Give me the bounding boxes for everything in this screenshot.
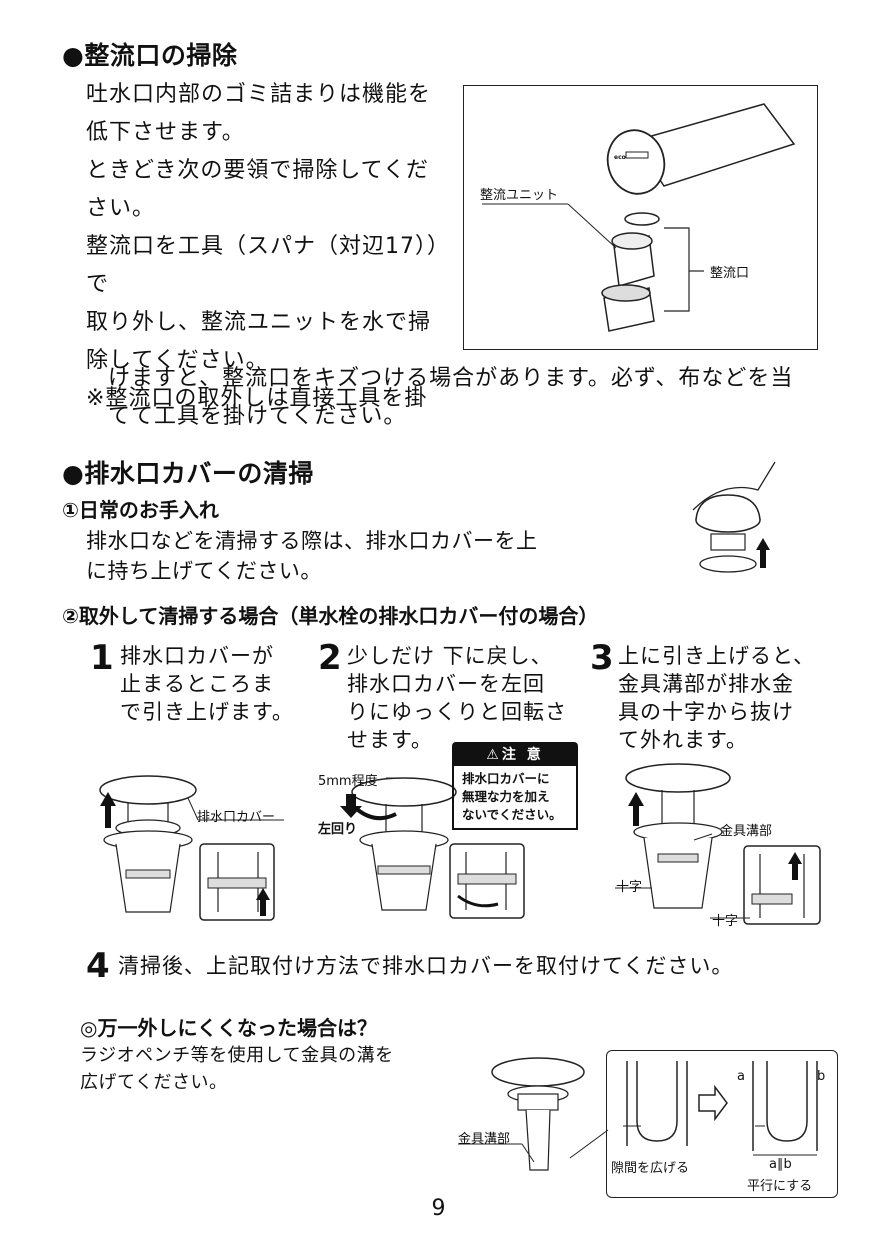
step-4-number: 4 — [86, 946, 110, 986]
step-2-number: 2 — [318, 638, 342, 678]
5mm-label: 5mm程度 — [318, 774, 378, 789]
ab-parallel-label: a∥b — [769, 1157, 792, 1172]
widen-gap-label: 隙間を広げる — [611, 1161, 690, 1176]
eco-logo: eco — [614, 154, 626, 161]
step-1-number: 1 — [90, 638, 114, 678]
groove-label-2: 金具溝部 — [458, 1132, 511, 1147]
up-arrow-icon — [756, 538, 770, 568]
text-line: 広げてください。 — [80, 1072, 228, 1093]
caution-body: 排水口カバーに 無理な力を加え ないでください。 — [452, 766, 578, 830]
section2-title: ●排水口カバーの清掃 — [62, 459, 314, 488]
cover-label: 排水口カバー — [197, 810, 276, 825]
text-line: てて工具を掛けてください。 — [108, 404, 407, 429]
down-arrow-icon — [340, 794, 362, 818]
text-line: 排水口カバーが — [120, 644, 274, 668]
section1-title: ●整流口の掃除 — [62, 41, 238, 70]
text-line: さい。 — [86, 196, 156, 221]
caution-title: ⚠注 意 — [452, 742, 578, 766]
step-3-text: 上に引き上げると、 金具溝部が排水金 具の十字から抜け て外れます。 — [618, 642, 838, 754]
text-line: 整流口を工具（スパナ（対辺17））で — [86, 234, 450, 297]
trouble-text: ラジオペンチ等を使用して金具の溝を 広げてください。 — [80, 1042, 394, 1096]
groove-illustration — [458, 1057, 609, 1171]
text-line: て外れます。 — [618, 728, 748, 752]
groove-label: 金具溝部 — [720, 824, 773, 839]
section1-text: 吐水口内部のゴミ詰まりは機能を 低下させます。 ときどき次の要領で掃除してくだ … — [86, 76, 456, 418]
groove-detail-box: a b 隙間を広げる a∥b 平行にする — [606, 1050, 838, 1198]
counterclockwise-label: 左回り — [318, 822, 358, 837]
up-arrow-icon — [628, 792, 644, 826]
unit-label: 整流ユニット — [480, 188, 559, 203]
section1-note: けますと、整流口をキズつける場合があります。必ず、布などを当 てて工具を掛けてく… — [108, 360, 848, 436]
up-arrow-icon — [100, 792, 116, 828]
outlet-figure: 整流ユニット 整流口 eco — [463, 85, 818, 350]
text-line: 上に引き上げると、 — [618, 644, 816, 668]
text-line: せます。 — [347, 728, 433, 752]
sub2-title: ②取外して清掃する場合（単水栓の排水口カバー付の場合） — [62, 604, 599, 628]
text-line: ※整流口の取外しは直接工具を掛 — [86, 386, 428, 411]
cross-label-1: 十字 — [616, 880, 643, 895]
text-line: 排水口カバーに — [462, 771, 550, 786]
text-line: 排水口などを清掃する際は、排水口カバーを上 — [86, 529, 538, 553]
text-line: 少しだけ 下に戻し、 — [347, 644, 553, 668]
text-line: 低下させます。 — [86, 120, 245, 145]
faucet-illustration — [482, 103, 796, 332]
text-line: ないでください。 — [462, 807, 562, 822]
right-arrow-icon — [698, 1084, 728, 1122]
text-line: 具の十字から抜け — [618, 700, 794, 724]
text-line: 除してください。 — [86, 348, 269, 373]
text-line: 取り外し、整流ユニットを水で掃 — [86, 310, 432, 335]
label-a: a — [737, 1069, 745, 1084]
text-line: 止まるところま — [120, 672, 274, 696]
text-line: ラジオペンチ等を使用して金具の溝を — [80, 1045, 394, 1066]
text-line: 排水口カバーを左回 — [347, 672, 545, 696]
step-4-text: 清掃後、上記取付け方法で排水口カバーを取付けてください。 — [118, 954, 734, 978]
text-line: 吐水口内部のゴミ詰まりは機能を — [86, 82, 432, 107]
label-b: b — [817, 1069, 826, 1084]
lift-cover-illustration — [692, 461, 776, 573]
text-line: ときどき次の要領で掃除してくだ — [86, 158, 430, 183]
make-parallel-label: 平行にする — [747, 1179, 813, 1194]
step-2-text: 少しだけ 下に戻し、 排水口カバーを左回 りにゆっくりと回転さ せます。 — [347, 642, 587, 754]
text-line: りにゆっくりと回転さ — [347, 700, 567, 724]
sub1-title: ①日常のお手入れ — [62, 498, 219, 522]
groove-detail-illustration — [623, 1061, 818, 1156]
caution-box: ⚠注 意 排水口カバーに 無理な力を加え ないでください。 — [452, 742, 578, 830]
text-line: 無理な力を加え — [462, 789, 550, 804]
page-number: 9 — [431, 1196, 446, 1221]
sub1-text: 排水口などを清掃する際は、排水口カバーを上 に持ち上げてください。 — [86, 526, 626, 586]
step-3-number: 3 — [590, 638, 614, 678]
trouble-title: ◎万一外しにくくなった場合は？ — [80, 1016, 378, 1040]
step-3-illustration — [615, 763, 821, 925]
up-arrow-icon — [788, 852, 802, 880]
outlet-label: 整流口 — [710, 266, 750, 281]
text-line: 金具溝部が排水金 — [618, 672, 794, 696]
step-1-illustration — [99, 775, 284, 921]
text-line: に持ち上げてください。 — [86, 559, 322, 583]
step-1-text: 排水口カバーが 止まるところま で引き上げます。 — [120, 642, 300, 726]
step-2-illustration — [340, 777, 525, 919]
cross-label-2: 十字 — [712, 914, 739, 929]
text-line: で引き上げます。 — [120, 700, 294, 724]
text-line: けますと、整流口をキズつける場合があります。必ず、布などを当 — [108, 366, 794, 391]
up-arrow-icon — [256, 888, 270, 916]
